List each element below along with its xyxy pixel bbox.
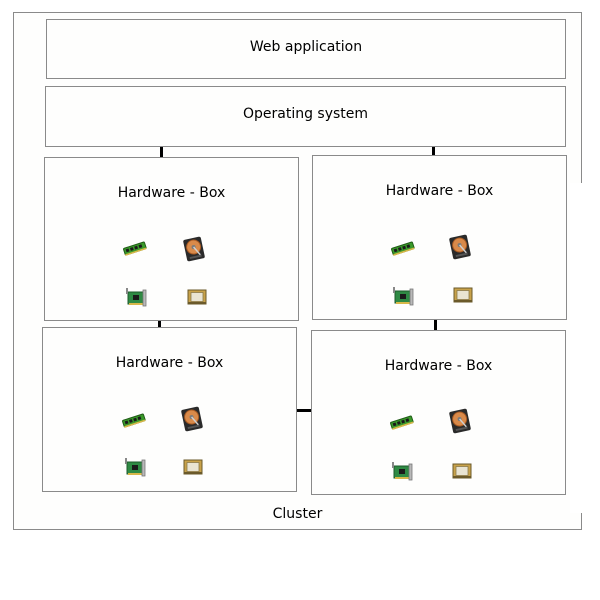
hardware-box-label: Hardware - Box [385,183,494,199]
web-application-label: Web application [249,39,363,55]
ram-module-icon [121,408,147,434]
operating-system-layer: Operating system [45,86,566,147]
cluster-label: Cluster [272,506,323,522]
hardware-box-label: Hardware - Box [115,355,224,371]
os-to-box1-connector [160,147,163,158]
network-card-icon [391,283,417,309]
box1-to-box3-connector [158,321,161,328]
ram-module-icon [389,410,415,436]
hard-disk-icon [447,408,473,434]
hardware-box-2: Hardware - Box [312,155,567,320]
os-to-box2-connector [432,147,435,156]
hardware-box-3: Hardware - Box [42,327,297,492]
hardware-box-1: Hardware - Box [44,157,299,321]
cluster-border-gap [570,183,582,513]
hard-disk-icon [179,406,205,432]
operating-system-label: Operating system [242,106,369,122]
ram-module-icon [122,236,148,262]
hardware-box-label: Hardware - Box [117,185,226,201]
network-card-icon [124,284,150,310]
cpu-chip-icon [449,458,475,484]
cpu-chip-icon [184,284,210,310]
hardware-box-label: Hardware - Box [384,358,493,374]
box3-to-box4-connector [297,409,312,412]
network-card-icon [123,454,149,480]
hard-disk-icon [447,234,473,260]
hardware-box-4: Hardware - Box [311,330,566,495]
cpu-chip-icon [180,454,206,480]
web-application-layer: Web application [46,19,566,79]
network-card-icon [390,458,416,484]
cpu-chip-icon [450,282,476,308]
hard-disk-icon [181,236,207,262]
ram-module-icon [390,236,416,262]
box2-to-box4-connector [434,320,437,331]
